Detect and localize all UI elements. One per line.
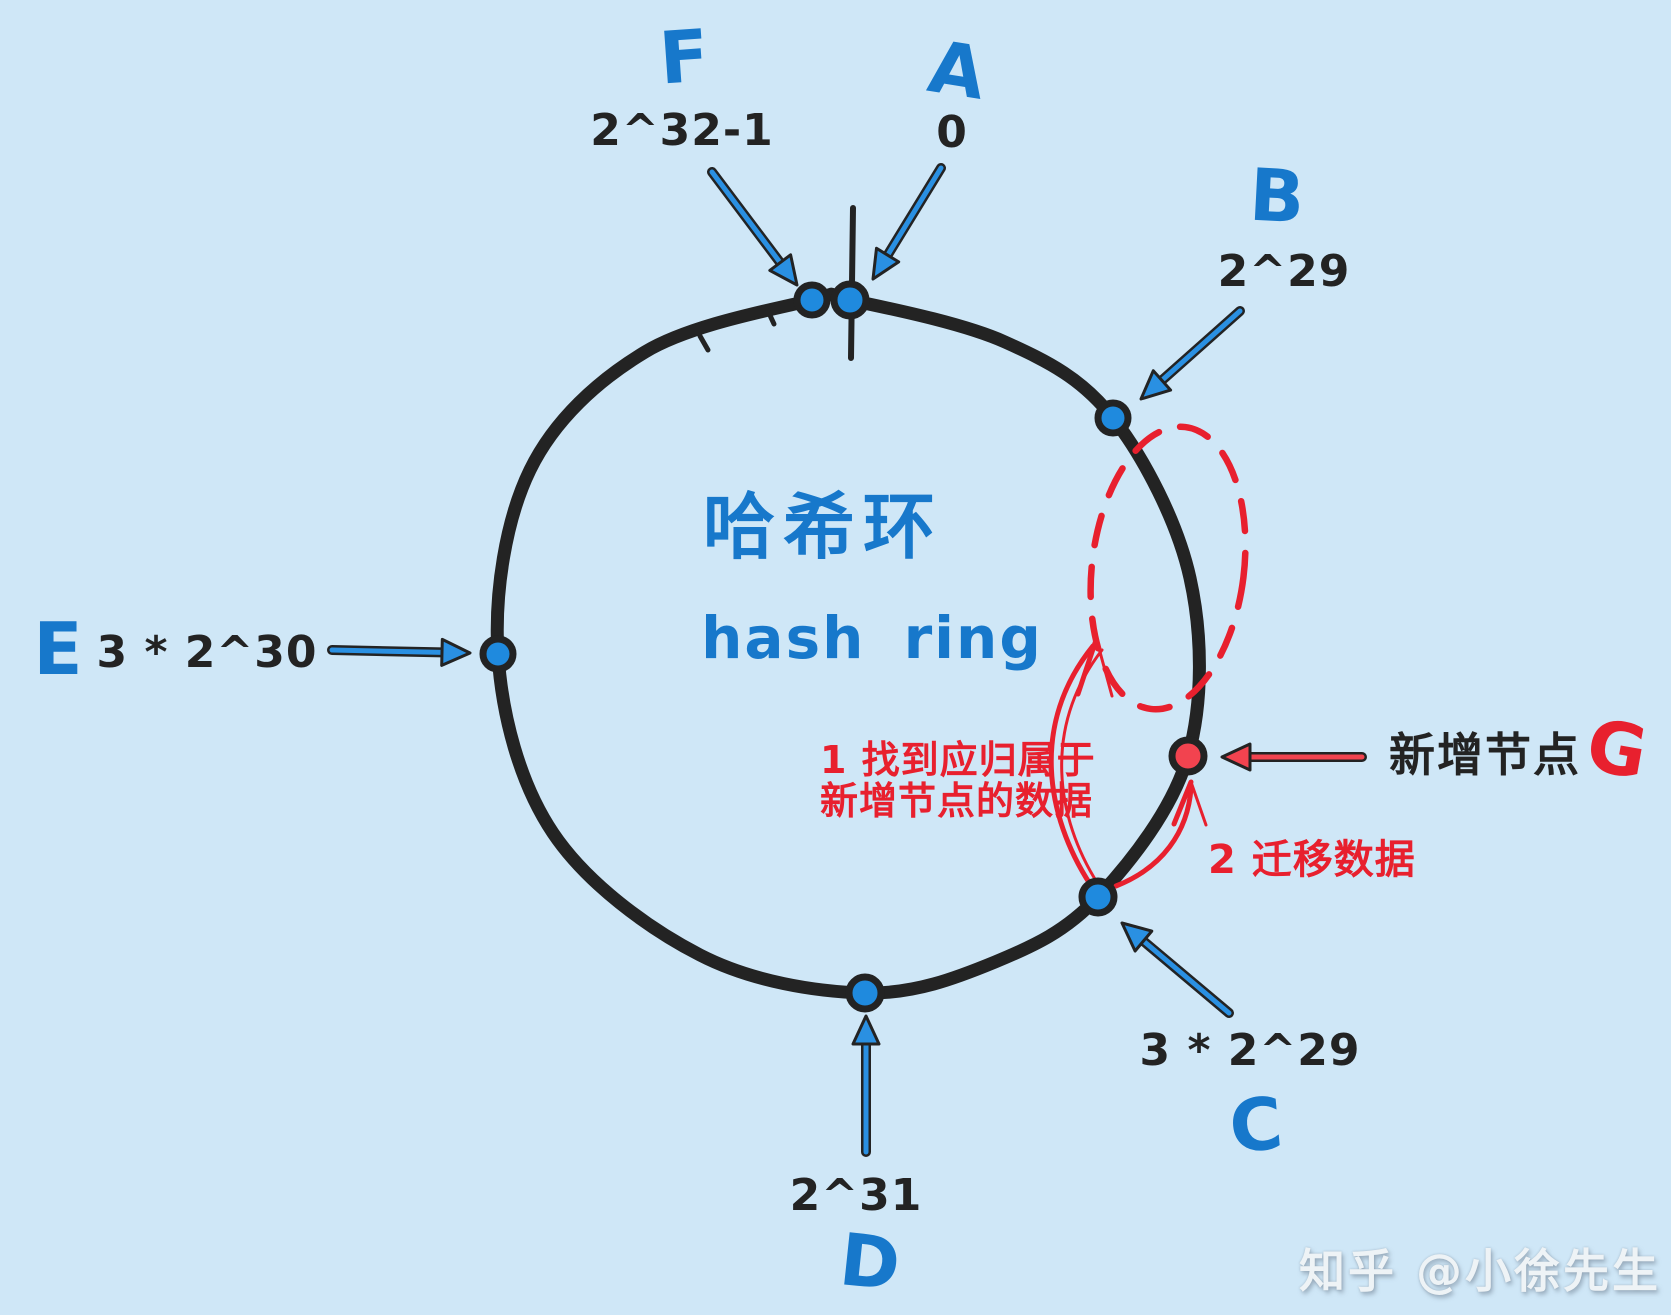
step1-curved-arrow <box>1048 637 1114 887</box>
arrow-to-node-b <box>1139 306 1245 401</box>
hash-ring-circle <box>490 287 1206 1000</box>
arrow-to-node-a <box>871 163 946 281</box>
new-node-letter: G <box>1580 702 1654 796</box>
node-b-dot <box>1094 399 1132 437</box>
arrow-to-node-f <box>707 167 799 287</box>
step2-curved-arrow <box>1113 779 1208 889</box>
highlight-dashed-ellipse <box>1087 423 1249 713</box>
node-a-label: A <box>922 24 992 116</box>
node-e-value: 3 * 2^30 <box>96 627 318 678</box>
node-c-dot <box>1078 877 1118 917</box>
node-d-label: D <box>835 1217 905 1307</box>
node-f-label: F <box>656 13 712 101</box>
node-e-label: E <box>33 607 83 691</box>
arrow-to-node-e <box>327 637 472 667</box>
node-b-value: 2^29 <box>1217 246 1351 297</box>
node-a-value: 0 <box>936 107 968 158</box>
node-a-dot <box>830 280 870 320</box>
arrow-to-node-c <box>1120 921 1234 1018</box>
pen-tick <box>765 308 777 327</box>
node-b-label: B <box>1247 152 1307 240</box>
step1-note: 1 找到应归属于 新增节点的数据 <box>820 740 1096 822</box>
node-d-value: 2^31 <box>789 1170 923 1221</box>
diagram-title-en: hash ring <box>701 604 1043 672</box>
node-e-dot <box>479 635 517 673</box>
step1-note-line1: 1 找到应归属于 <box>820 738 1096 782</box>
node-f-value: 2^32-1 <box>590 105 774 156</box>
new-node-text: 新增节点 <box>1389 728 1581 782</box>
diagram-title-zh: 哈希环 <box>702 485 944 569</box>
pen-tick <box>697 333 711 353</box>
step2-note: 2 迁移数据 <box>1208 837 1416 883</box>
node-c-value: 3 * 2^29 <box>1139 1025 1361 1076</box>
node-g-dot <box>1168 736 1208 776</box>
node-f-dot <box>793 281 831 319</box>
step1-note-line2: 新增节点的数据 <box>820 779 1094 823</box>
node-c-label: C <box>1226 1080 1286 1170</box>
arrow-to-new-node-g <box>1220 742 1367 772</box>
node-d-dot <box>845 973 885 1013</box>
arrow-to-node-d <box>851 1014 881 1157</box>
watermark: 知乎 @小徐先生 <box>1298 1244 1661 1298</box>
